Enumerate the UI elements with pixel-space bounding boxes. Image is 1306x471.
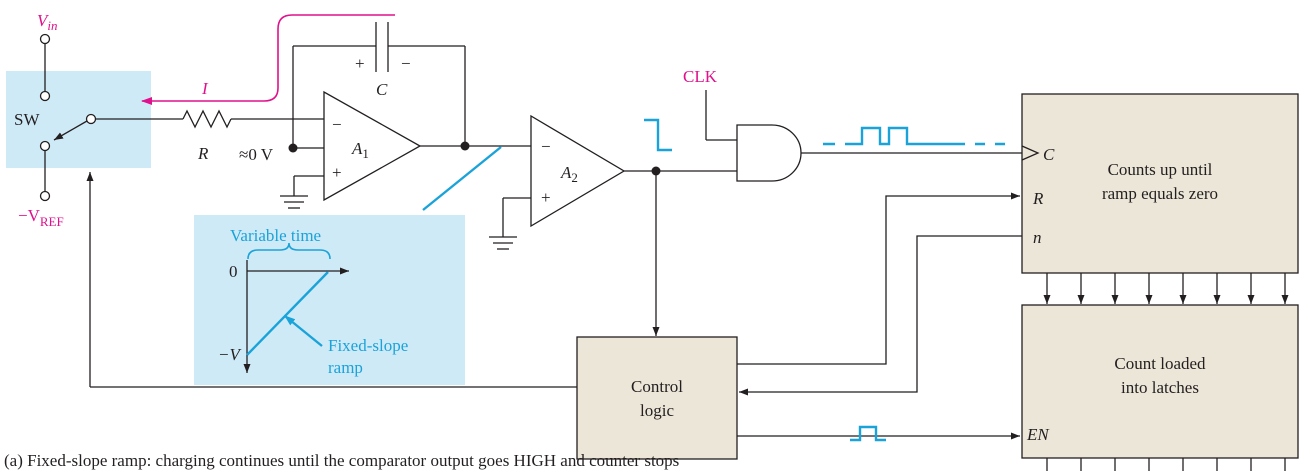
ramp-inset: Variable time 0 −V Fixed-slope ramp bbox=[194, 146, 502, 385]
switch-label: SW bbox=[14, 110, 40, 129]
latch-line2: into latches bbox=[1121, 378, 1199, 397]
ramp-label-2: ramp bbox=[328, 358, 363, 377]
svg-text:−: − bbox=[401, 54, 411, 73]
and-gate: CLK bbox=[683, 67, 1022, 182]
svg-text:−V: −V bbox=[218, 345, 242, 364]
comparator-a2: − + A2 bbox=[489, 114, 737, 336]
ramp-line bbox=[246, 271, 329, 356]
latch-block: EN Count loaded into latches bbox=[1021, 304, 1299, 471]
amp2-label: A2 bbox=[560, 163, 578, 185]
junction-integrator-out bbox=[460, 141, 470, 151]
counter-line2: ramp equals zero bbox=[1102, 184, 1218, 203]
comparator-step-waveform bbox=[644, 118, 672, 152]
svg-text:+: + bbox=[332, 163, 342, 182]
counter-line1: Counts up until bbox=[1108, 160, 1213, 179]
current-label: I bbox=[201, 79, 209, 98]
inset-title: Variable time bbox=[230, 226, 321, 245]
latch-line1: Count loaded bbox=[1114, 354, 1206, 373]
enable-pulse-waveform bbox=[850, 425, 886, 442]
counter-pin-n: n bbox=[1033, 228, 1042, 247]
virtual-ground-label: ≈0 V bbox=[239, 145, 274, 164]
vin-terminal bbox=[39, 33, 51, 45]
capacitor: + − C bbox=[293, 22, 466, 146]
vref-label: −VREF bbox=[18, 206, 64, 229]
counter-pin-c: C bbox=[1043, 145, 1055, 164]
switch-block: SW Vin −VREF bbox=[6, 11, 151, 229]
vref-terminal bbox=[39, 190, 51, 202]
svg-text:−: − bbox=[541, 137, 551, 156]
svg-text:+: + bbox=[355, 54, 365, 73]
input-path: R ≈0 V bbox=[96, 46, 324, 164]
counter-pin-r: R bbox=[1032, 189, 1044, 208]
svg-text:0: 0 bbox=[229, 262, 238, 281]
vin-label: Vin bbox=[37, 11, 58, 33]
svg-text:+: + bbox=[541, 188, 551, 207]
op-amp-a1: − + A1 bbox=[280, 90, 531, 209]
control-line2: logic bbox=[640, 401, 674, 420]
switch-arm bbox=[53, 120, 88, 141]
svg-text:−: − bbox=[332, 115, 342, 134]
capacitor-label: C bbox=[376, 80, 388, 99]
control-logic-block: Control logic bbox=[86, 172, 1022, 460]
clock-pulse-waveform bbox=[823, 126, 965, 146]
ramp-label-1: Fixed-slope bbox=[328, 336, 408, 355]
clk-label: CLK bbox=[683, 67, 718, 86]
control-line1: Control bbox=[631, 377, 683, 396]
counter-block: C R n Counts up until ramp equals zero bbox=[1021, 93, 1299, 274]
counter-outputs bbox=[1043, 273, 1289, 304]
inset-pointer bbox=[422, 146, 502, 211]
resistor-symbol bbox=[182, 109, 232, 129]
figure-caption: (a) Fixed-slope ramp: charging continues… bbox=[4, 451, 679, 470]
current-arrow: I bbox=[141, 14, 395, 105]
resistor-label: R bbox=[197, 144, 209, 163]
amp1-label: A1 bbox=[351, 139, 369, 161]
latch-pin-en: EN bbox=[1026, 425, 1050, 444]
